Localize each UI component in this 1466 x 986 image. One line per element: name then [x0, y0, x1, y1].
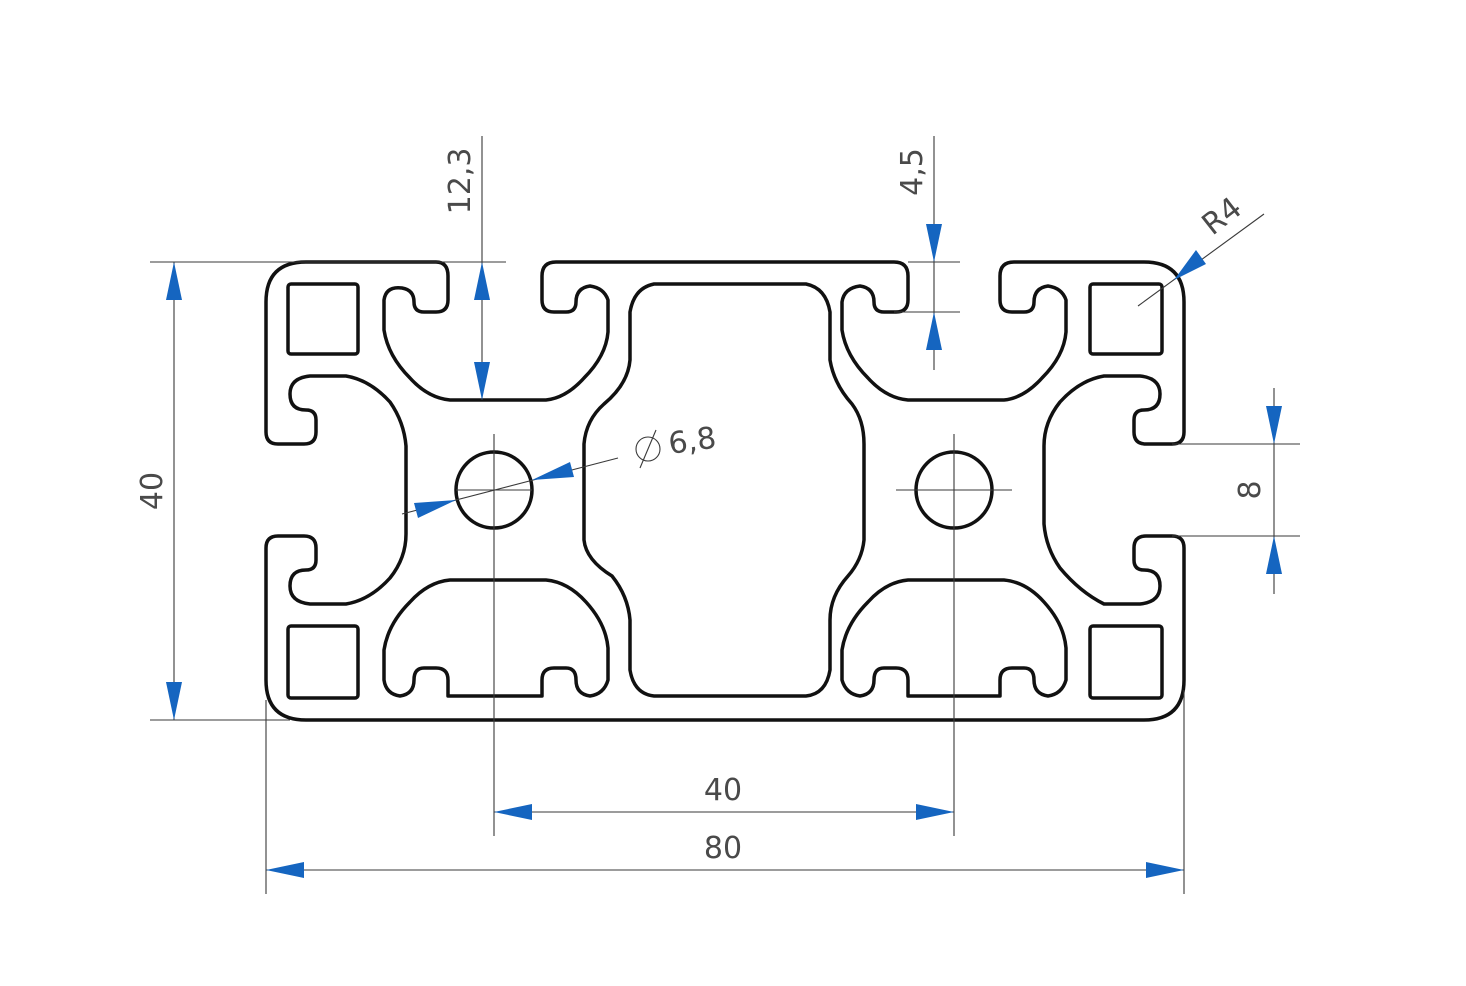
- label-corner-radius: R4: [1196, 190, 1249, 242]
- corner-cavity-bottom-left: [286, 624, 360, 700]
- arrow-height-top: [166, 262, 182, 300]
- label-hole-diameter: 6,8: [666, 421, 718, 462]
- label-height-total: 40: [135, 472, 170, 510]
- dimension-labels: 80 40 40 12,3 4,5 8 R4 6,8: [135, 148, 1268, 866]
- arrow-wall-bottom: [926, 312, 942, 350]
- arrow-spacing-right: [916, 804, 954, 820]
- profile-outline: [264, 260, 1186, 722]
- outer-contour: [264, 260, 1186, 722]
- bottom-right-cavity: [840, 578, 1068, 698]
- diameter-symbol-icon: [635, 429, 661, 469]
- bottom-left-cavity: [382, 578, 610, 698]
- arrow-slot-width-top: [1266, 406, 1282, 444]
- label-width-total: 80: [704, 831, 742, 866]
- corner-cavity-top-left: [286, 282, 360, 356]
- arrow-height-bottom: [166, 682, 182, 720]
- corner-cavity-top-right: [1088, 282, 1164, 356]
- arrow-slot-width-bottom: [1266, 536, 1282, 574]
- arrow-radius: [1174, 250, 1206, 280]
- label-slot-depth: 12,3: [443, 148, 478, 215]
- corner-cavity-bottom-right: [1088, 624, 1164, 700]
- arrow-width-right: [1146, 862, 1184, 878]
- arrow-slot-depth-top: [474, 262, 490, 300]
- arrow-width-left: [266, 862, 304, 878]
- arrow-diameter-right: [532, 462, 574, 480]
- arrow-spacing-left: [494, 804, 532, 820]
- label-hole-spacing: 40: [704, 773, 742, 808]
- arrow-slot-depth-bottom: [474, 362, 490, 400]
- arrow-diameter-left: [414, 500, 456, 518]
- label-slot-width: 8: [1233, 480, 1268, 499]
- dimension-lines: [150, 136, 1300, 894]
- arrow-wall-top: [926, 224, 942, 262]
- central-cavity: [582, 282, 866, 698]
- label-wall-thickness: 4,5: [895, 148, 930, 196]
